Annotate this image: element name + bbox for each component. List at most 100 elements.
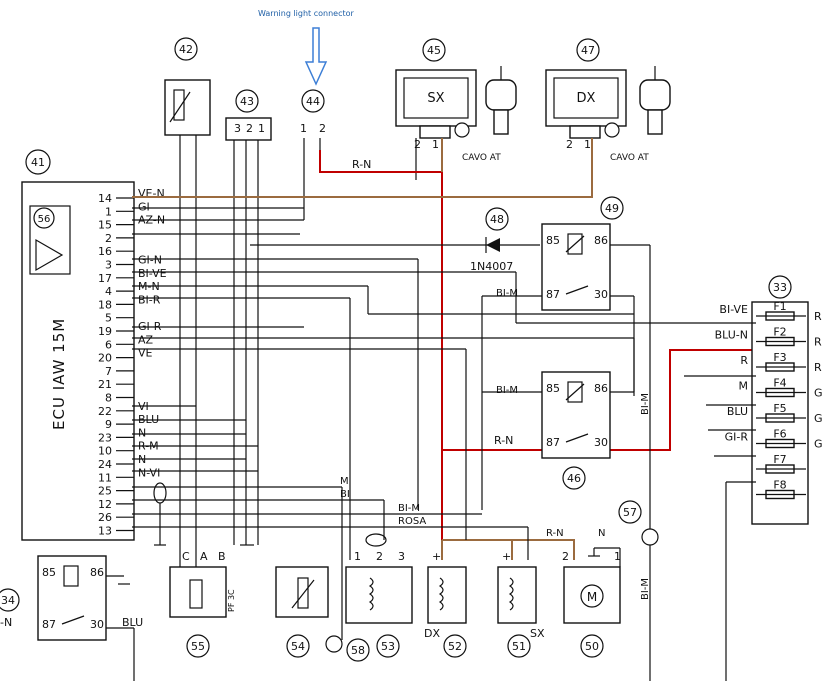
coil-dx-box — [545, 69, 627, 127]
ecu-pin-number: 15 — [98, 219, 112, 232]
ref-34 — [0, 588, 20, 612]
pin-55-a: A — [200, 550, 208, 563]
ref-42 — [174, 37, 198, 61]
ref-51-label: 51 — [512, 640, 526, 653]
label-n-low: N — [598, 528, 605, 539]
pin-55-b: B — [218, 550, 226, 563]
fuse-wire-label: M — [739, 380, 749, 393]
fuse-wire-label: R — [740, 354, 748, 367]
ecu-pin-number: 6 — [105, 338, 112, 351]
label-bim-46: BI-M — [496, 385, 518, 396]
ref-41-label: 41 — [31, 156, 45, 169]
pin-44-2: 2 — [319, 122, 326, 135]
pin-44-1: 1 — [300, 122, 307, 135]
relay-46-p87: 87 — [546, 436, 560, 449]
ecu-pin-wire-label: AZ — [138, 333, 154, 346]
label-rosa: ROSA — [398, 516, 426, 527]
annotation-arrow — [304, 27, 328, 86]
fuse-wire-label: BI-VE — [719, 303, 748, 316]
ecu-pin-number: 13 — [98, 525, 112, 538]
coil-sx-inner — [403, 77, 469, 119]
connector-57 — [641, 528, 659, 546]
pin-50-1: 1 — [614, 550, 621, 563]
plug-dx-body — [647, 109, 663, 135]
ecu-pin-number: 3 — [105, 259, 112, 272]
label-sx-low: SX — [530, 627, 545, 640]
label-bim-vert2: BI-M — [640, 578, 651, 600]
ref-43-label: 43 — [240, 95, 254, 108]
ecu-pin-number: 26 — [98, 511, 112, 524]
ref-46-label: 46 — [567, 472, 581, 485]
pin-55-c: C — [182, 550, 190, 563]
relay-49-coil-slash — [565, 235, 585, 253]
coil-dx-plug — [569, 125, 601, 139]
ecu-pin-wire-label: BI-VE — [138, 267, 167, 280]
sensor-54-slash — [291, 579, 315, 609]
fuse-name: F4 — [773, 377, 786, 390]
connector-43-box — [225, 117, 272, 141]
ecu-pin-number: 10 — [98, 445, 112, 458]
ref-49 — [600, 196, 624, 220]
ref-54-label: 54 — [291, 640, 305, 653]
ref-54 — [286, 634, 310, 658]
ecu-pin-number: 21 — [98, 378, 112, 391]
ref-58-label: 58 — [351, 644, 365, 657]
ecu-pin-number: 11 — [98, 471, 112, 484]
ecu-pin-wire-label: N-VI — [138, 466, 160, 479]
relay-49-p86: 86 — [594, 234, 608, 247]
ecu-pin-wire-label: N — [138, 426, 146, 439]
fuse-name: F7 — [773, 453, 786, 466]
ecu-pin-number: 8 — [105, 392, 112, 405]
fuse-wire-label: BLU-N — [715, 329, 748, 342]
label-bim-vert: BI-M — [640, 393, 651, 415]
relay-49-p85: 85 — [546, 234, 560, 247]
fuse-name: F1 — [773, 300, 786, 313]
ref-53-label: 53 — [381, 640, 395, 653]
injector-52-coil-icon — [438, 577, 444, 611]
sensor-55-pot-icon — [189, 579, 203, 609]
ref-44-label: 44 — [306, 95, 320, 108]
pin-45-2: 2 — [414, 138, 421, 151]
fuse-out-label: G — [814, 412, 823, 425]
ecu-pin-wire-label: GI — [138, 200, 150, 213]
sensor-42-resistor-icon — [173, 89, 185, 121]
fuse-name: F8 — [773, 479, 786, 492]
sensor-53-shield — [365, 533, 387, 547]
fuse-out-label: R — [814, 310, 822, 323]
ref-55-label: 55 — [191, 640, 205, 653]
label-n-34: -N — [0, 616, 12, 629]
pin-43-2: 2 — [246, 122, 253, 135]
sensor-54-resistor-icon — [297, 577, 309, 609]
ref-45 — [422, 38, 446, 62]
pin-43-1: 1 — [258, 122, 265, 135]
injector-51-plus: + — [502, 550, 511, 563]
relay-49-p30: 30 — [594, 288, 608, 301]
ecu-title: ECU IAW 15M — [50, 318, 68, 430]
fuse-out-label: G — [814, 438, 823, 451]
ref-46 — [562, 466, 586, 490]
coil-dx-boot — [604, 122, 620, 138]
coil-dx-inner — [553, 77, 619, 119]
label-bim-low: BI-M — [398, 503, 420, 514]
ecu-pin-number: 25 — [98, 485, 112, 498]
ecu-pin-number: 18 — [98, 298, 112, 311]
label-pf3c: PF 3C — [227, 589, 236, 612]
ref-53 — [376, 634, 400, 658]
relay-34-p87: 87 — [42, 618, 56, 631]
relay-49-box — [541, 223, 611, 311]
sensor-54-box — [275, 566, 329, 618]
pin-47-2: 2 — [566, 138, 573, 151]
pin-43-3: 3 — [234, 122, 241, 135]
ref-43 — [235, 89, 259, 113]
relay-46-p30: 30 — [594, 436, 608, 449]
wire-r-n-top — [319, 150, 443, 540]
ecu-pin-number: 5 — [105, 312, 112, 325]
pin-53-3: 3 — [398, 550, 405, 563]
ecu-pin-number: 20 — [98, 352, 112, 365]
ref-34-label: 34 — [1, 594, 15, 607]
ecu-pin-number: 1 — [105, 205, 112, 218]
ref-49-label: 49 — [605, 202, 619, 215]
ref-51 — [507, 634, 531, 658]
connector-58 — [325, 635, 343, 653]
